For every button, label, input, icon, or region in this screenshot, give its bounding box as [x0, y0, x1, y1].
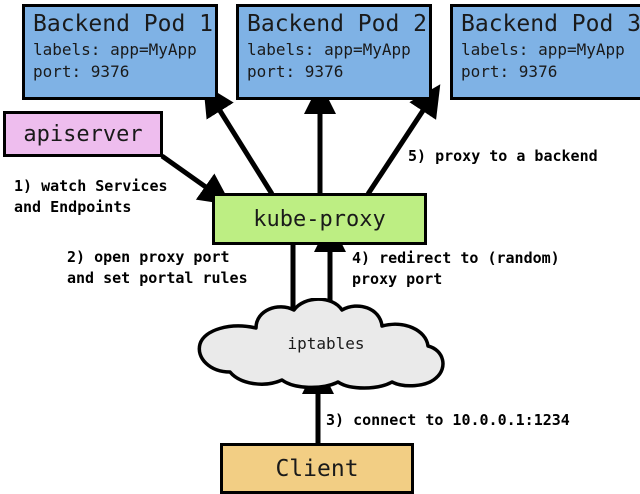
- step-3-label: 3) connect to 10.0.0.1:1234: [326, 411, 570, 429]
- step-2-label: 2) open proxy port and set portal rules: [67, 248, 248, 287]
- arrow-kubeproxy-to-pod3: [365, 84, 441, 196]
- pod-1-port: port: 9376: [33, 62, 130, 81]
- pod-3-labels: labels: app=MyApp: [461, 40, 625, 59]
- client-label: Client: [275, 455, 359, 482]
- kubeproxy-label: kube-proxy: [253, 206, 386, 232]
- pod-1-title: Backend Pod 1: [33, 11, 214, 37]
- backend-pod-2: Backend Pod 2 labels: app=MyApp port: 93…: [236, 4, 432, 100]
- step-5-label: 5) proxy to a backend: [408, 147, 598, 165]
- backend-pod-3: Backend Pod 3 labels: app=MyApp port: 93…: [450, 4, 640, 100]
- pod-3-port: port: 9376: [461, 62, 558, 81]
- step-4-label: 4) redirect to (random) proxy port: [352, 249, 560, 288]
- pod-2-port: port: 9376: [247, 62, 344, 81]
- client-node: Client: [220, 443, 414, 494]
- kubeproxy-node: kube-proxy: [212, 193, 427, 245]
- apiserver-node: apiserver: [3, 111, 163, 157]
- cloud-shape: [197, 297, 445, 390]
- iptables-cloud: iptables: [186, 297, 466, 390]
- backend-pod-1: Backend Pod 1 labels: app=MyApp port: 93…: [22, 4, 218, 100]
- pod-2-labels: labels: app=MyApp: [247, 40, 411, 59]
- iptables-label: iptables: [287, 334, 365, 353]
- apiserver-label: apiserver: [23, 121, 143, 147]
- pod-1-labels: labels: app=MyApp: [33, 40, 197, 59]
- arrow-apiserver-to-kubeproxy: [160, 153, 232, 206]
- arrow-kubeproxy-to-pod1: [203, 83, 275, 196]
- step-1-label: 1) watch Services and Endpoints: [14, 177, 168, 216]
- pod-3-title: Backend Pod 3: [461, 11, 640, 37]
- pod-2-title: Backend Pod 2: [247, 11, 428, 37]
